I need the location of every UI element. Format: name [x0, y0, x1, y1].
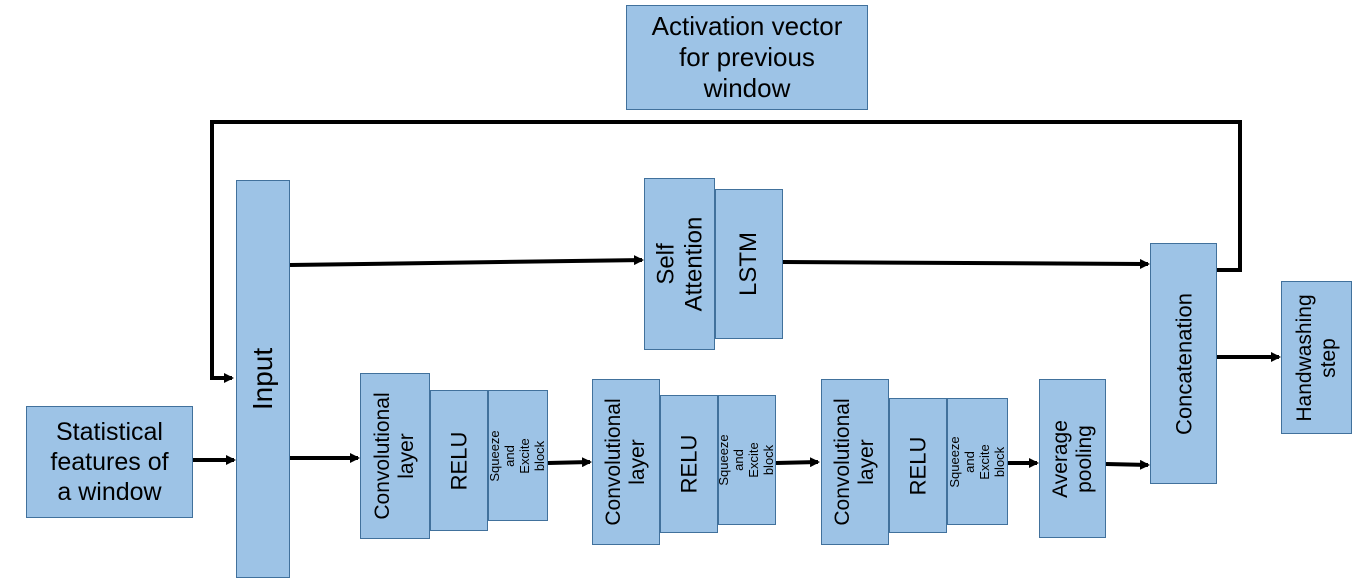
concatenation-box: Concatenation [1150, 243, 1217, 484]
input-label: Input [246, 347, 278, 411]
self-attention-label: Self Attention [651, 216, 707, 312]
self-attention-box: Self Attention [644, 178, 715, 350]
arrow-se1-to-conv2 [547, 457, 592, 468]
conv2-label: Convolutional layer [601, 398, 649, 526]
concatenation-label: Concatenation [1170, 292, 1196, 435]
relu3-box: RELU [889, 398, 947, 533]
average-pooling-label: Average pooling [1048, 419, 1096, 498]
activation-vector-box: Activation vector for previous window [626, 5, 868, 110]
lstm-box: LSTM [715, 189, 783, 339]
se3-label: Squeeze and Excite block [946, 435, 1007, 488]
relu2-box: RELU [660, 395, 718, 533]
arrow-input-to-attention [289, 255, 644, 267]
feedback-loop-arrow [210, 120, 1242, 383]
conv2-box: Convolutional layer [592, 379, 660, 545]
arrow-pooling-to-concat [1105, 459, 1150, 470]
activation-vector-label: Activation vector for previous window [651, 10, 843, 104]
conv3-label: Convolutional layer [830, 398, 878, 526]
conv1-label: Convolutional layer [370, 392, 418, 520]
input-box: Input [236, 180, 290, 578]
se1-label: Squeeze and Excite block [487, 429, 547, 482]
relu3-label: RELU [905, 436, 931, 495]
statistical-features-box: Statistical features of a window [26, 406, 193, 518]
handwashing-step-label: Handwashing step [1292, 293, 1340, 422]
conv1-box: Convolutional layer [360, 373, 430, 539]
relu1-box: RELU [430, 390, 488, 531]
relu2-label: RELU [676, 434, 702, 494]
lstm-label: LSTM [735, 231, 763, 297]
conv3-box: Convolutional layer [821, 379, 889, 545]
statistical-features-label: Statistical features of a window [50, 418, 169, 506]
se2-box: Squeeze and Excite block [716, 395, 776, 525]
arrow-lstm-to-concat [782, 258, 1150, 269]
arrow-se2-to-conv3 [775, 457, 820, 468]
handwashing-step-box: Handwashing step [1281, 281, 1352, 434]
se3-box: Squeeze and Excite block [947, 398, 1008, 525]
se2-label: Squeeze and Excite block [716, 434, 776, 486]
relu1-label: RELU [446, 431, 472, 490]
average-pooling-box: Average pooling [1039, 379, 1106, 538]
se1-box: Squeeze and Excite block [487, 390, 548, 521]
